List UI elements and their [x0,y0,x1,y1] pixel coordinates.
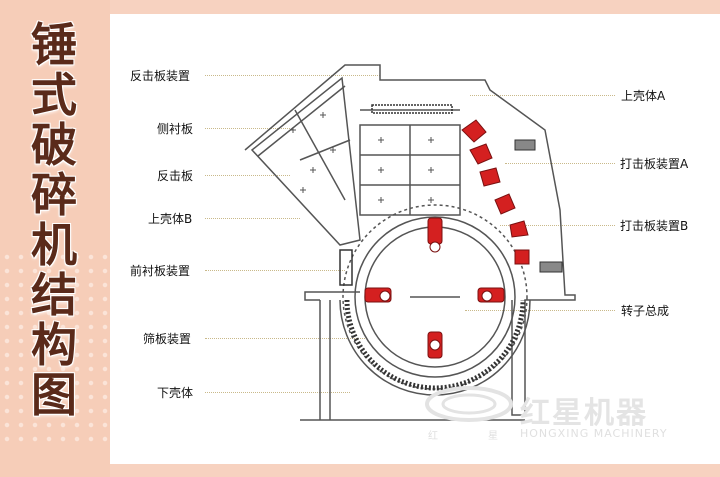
label-screen-plate-device: 筛板装置 [143,332,192,346]
leader-line [205,75,380,76]
leader-line [205,218,300,219]
leader-line [465,310,615,311]
label-upper-shell-b: 上壳体B [148,212,193,226]
label-upper-shell-a: 上壳体A [621,89,666,103]
leader-line [500,225,615,226]
leader-line [205,338,365,339]
watermark-small-left: 红 [428,431,438,442]
page-title: 锤 式 破 碎 机 结 构 图 [22,20,86,420]
title-char: 破 [31,118,77,172]
label-hammer-device-a: 打击板装置A [620,157,689,171]
label-reverse-plate-device: 反击板装置 [130,69,191,83]
title-char: 图 [31,368,77,422]
title-char: 式 [31,68,77,122]
label-lower-shell: 下壳体 [157,386,194,400]
label-side-liner: 侧衬板 [157,122,194,136]
watermark-brand: 红星机器 [520,396,648,431]
title-char: 结 [31,268,77,322]
label-hammer-device-b: 打击板装置B [620,219,689,233]
watermark-brand-en: HONGXING MACHINERY [520,427,668,440]
label-reverse-plate: 反击板 [157,169,194,183]
leader-line [205,270,345,271]
watermark-small-right: 星 [488,431,498,442]
diagram-panel [110,14,720,464]
title-char: 机 [31,218,77,272]
leader-line [205,392,350,393]
leader-line [470,95,615,96]
leader-line [205,128,290,129]
brand-logo-icon [425,386,513,422]
title-band [0,0,110,477]
title-char: 碎 [31,168,77,222]
title-char: 构 [31,318,77,372]
dot-pattern [0,250,110,450]
title-char: 锤 [31,18,77,72]
leader-line [505,163,615,164]
leader-line [205,175,290,176]
label-rotor-assembly: 转子总成 [621,304,670,318]
label-front-liner-device: 前衬板装置 [130,264,191,278]
